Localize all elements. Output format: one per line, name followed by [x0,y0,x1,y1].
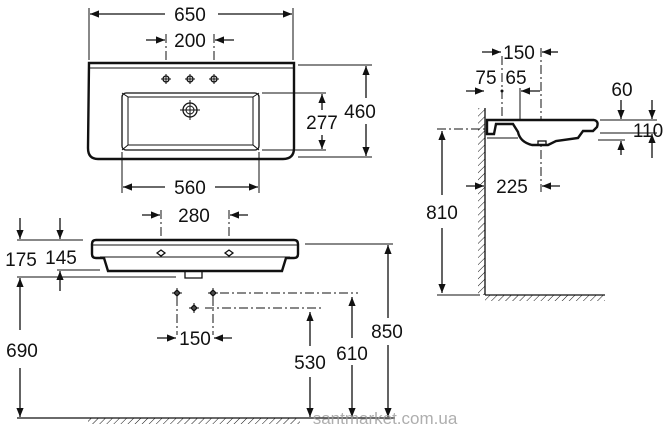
dim-150-side-label: 150 [503,43,535,64]
dim-810-label: 810 [426,203,458,224]
tap-hole-icon [161,74,219,84]
dim-60-label: 60 [611,80,632,101]
dim-460-label: 460 [344,102,376,123]
top-view: 650 200 277 460 560 [86,5,376,199]
supply-connection-icon [172,288,218,313]
bowl-outline [121,92,260,151]
dim-200-label: 200 [174,31,206,52]
basin-profile [485,118,599,147]
dim-150-front-label: 150 [179,329,211,350]
dim-277-label: 277 [306,113,338,134]
side-floor-hatching [485,295,605,301]
dim-65-label: 65 [505,68,526,89]
dim-145-label: 145 [45,248,77,269]
floor-hatching [88,418,300,424]
dim-530-label: 530 [294,353,326,374]
dim-75-label: 75 [475,68,496,89]
watermark: santmarket.com.ua [313,409,458,428]
basin-outline-front [90,238,300,273]
dim-280-label: 280 [178,206,210,227]
tap-hole-icon [155,249,235,257]
drain-outlet [184,271,203,279]
dim-225-label: 225 [496,177,528,198]
dim-110-label: 110 [633,121,663,142]
dim-690-label: 690 [6,341,38,362]
dim-175-label: 175 [5,250,37,271]
side-view: 150 75 65 810 60 110 225 [426,43,663,301]
drain-icon [180,100,200,120]
dim-650-label: 650 [174,5,206,26]
dim-560-label: 560 [174,178,206,199]
basin-outline-top [86,61,296,161]
front-view: 280 175 145 690 150 530 [5,206,403,424]
dim-610-label: 610 [336,344,368,365]
wall-hatching [478,108,485,295]
dim-850-label: 850 [371,322,403,343]
